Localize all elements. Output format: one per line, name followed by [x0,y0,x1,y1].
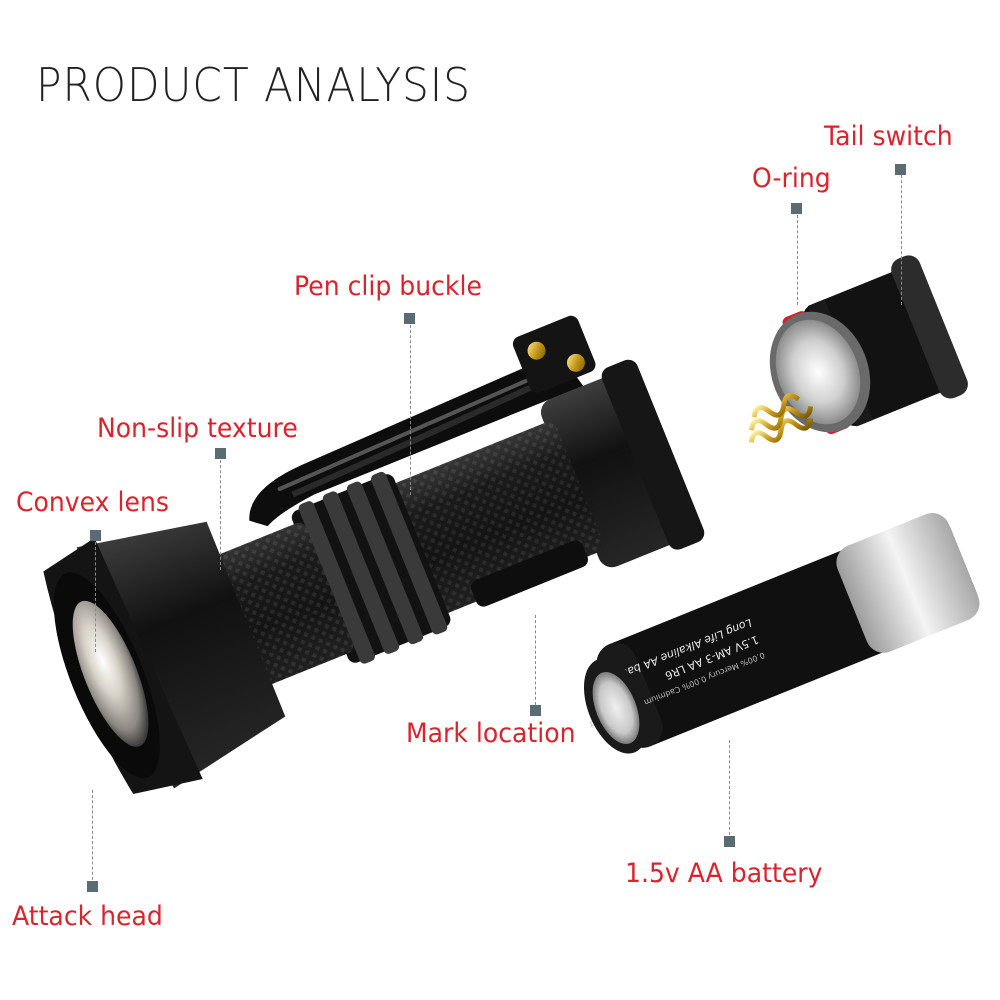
leader-line [95,542,96,652]
tail-section [540,375,684,568]
tail-cap-assembly [748,255,968,443]
head-bezel [76,521,286,789]
label-attack-head: Attack head [12,901,163,932]
label-o-ring: O-ring [752,163,831,194]
label-convex-lens: Convex lens [16,487,169,518]
lens [72,600,149,747]
leader-line [729,740,730,840]
leader-line [797,215,798,305]
label-non-slip-texture: Non-slip texture [97,413,298,444]
mark-area [471,540,588,607]
spring [748,392,814,443]
marker-square [530,705,541,716]
label-pen-clip-buckle: Pen clip buckle [294,271,482,302]
leader-line [92,790,93,885]
screw [527,341,546,360]
marker-square [87,881,98,892]
page-title: PRODUCT ANALYSIS [36,58,471,112]
leader-line [901,170,902,305]
label-tail-switch: Tail switch [824,121,953,152]
leader-line [535,615,536,710]
battery-terminal [592,671,640,745]
aa-battery: Long Life Alkaline AA batteries 1.5V AM-… [588,513,980,748]
ribbed-section [291,471,451,664]
label-battery: 1.5v AA battery [625,858,823,889]
marker-square [895,164,906,175]
marker-square [724,836,735,847]
leader-line [410,325,411,495]
leader-line [220,460,221,570]
screw [566,353,585,372]
label-mark-location: Mark location [406,718,576,749]
marker-square [791,203,802,214]
flashlight-body [43,315,705,795]
marker-square [404,313,415,324]
marker-square [215,448,226,459]
marker-square [90,530,101,541]
